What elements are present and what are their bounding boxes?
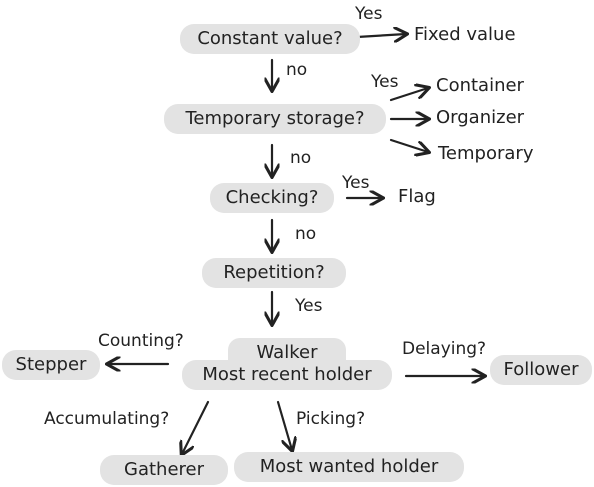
edge-label-checking-no: no [295, 224, 317, 244]
edge-label-constant-no: no [286, 60, 308, 80]
node-temporary: Temporary [438, 143, 534, 164]
node-most-recent-holder: Most recent holder [182, 360, 392, 390]
node-organizer: Organizer [436, 107, 525, 128]
node-temporary-storage: Temporary storage? [164, 104, 386, 134]
edge-label-picking: Picking? [296, 409, 366, 429]
edge-label-temporary-yes: Yes [371, 72, 399, 92]
node-checking: Checking? [210, 183, 334, 213]
edge-label-repetition-yes: Yes [295, 296, 323, 316]
arrow-temporary-to-container [389, 88, 428, 102]
arrow-temporary-to-temporary [389, 138, 428, 152]
arrow-walker-to-gatherer [182, 400, 210, 454]
edge-label-delaying: Delaying? [402, 339, 487, 359]
node-stepper: Stepper [2, 350, 100, 380]
node-flag: Flag [398, 186, 436, 207]
node-follower: Follower [490, 355, 592, 385]
node-repetition: Repetition? [202, 258, 346, 288]
node-fixed-value: Fixed value [414, 24, 516, 45]
edge-label-counting: Counting? [98, 331, 184, 351]
arrow-walker-to-most-wanted [276, 400, 292, 450]
node-most-wanted-holder: Most wanted holder [234, 452, 464, 482]
node-constant-value: Constant value? [180, 24, 360, 54]
node-gatherer: Gatherer [100, 455, 228, 485]
node-container: Container [436, 75, 524, 96]
edge-label-constant-yes: Yes [355, 4, 383, 24]
arrow-constant-to-fixed [355, 34, 406, 37]
edge-label-checking-yes: Yes [342, 173, 370, 193]
edge-label-accumulating: Accumulating? [44, 409, 170, 429]
edge-label-temporary-no: no [290, 148, 312, 168]
